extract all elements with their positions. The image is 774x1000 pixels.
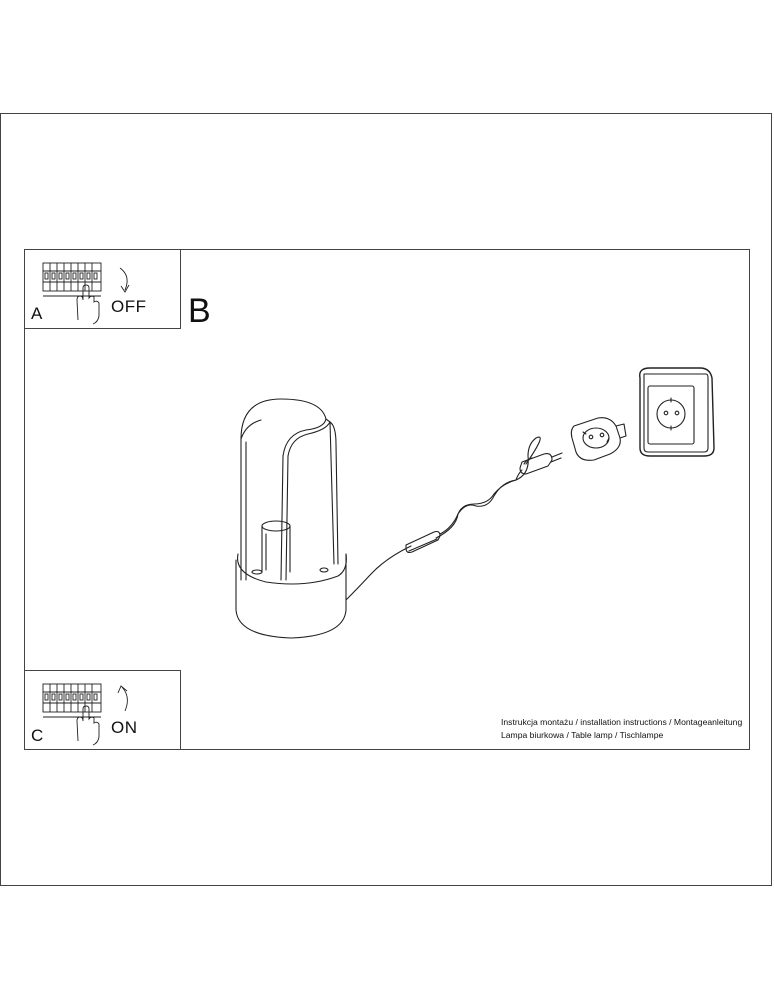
breaker-on-icon [42, 683, 128, 746]
caption-instructions: Instrukcja montażu / installation instru… [501, 717, 743, 727]
caption-product: Lampa biurkowa / Table lamp / Tischlampe [501, 730, 664, 740]
step-a-letter: A [31, 304, 43, 323]
inline-switch [405, 530, 441, 554]
wall-socket [639, 367, 715, 457]
step-a-panel: A OFF [24, 249, 181, 329]
on-label: ON [111, 718, 138, 737]
lamp-holder [261, 520, 291, 573]
breaker-off-icon [42, 262, 130, 325]
step-b-letter: B [188, 292, 211, 330]
caption: Instrukcja montażu / installation instru… [501, 716, 742, 742]
power-cable [345, 436, 541, 601]
step-c-letter: C [31, 726, 44, 745]
page-frame [0, 113, 772, 886]
lamp-base [235, 553, 347, 639]
instruction-sheet [24, 249, 750, 750]
socket-adapter [570, 417, 627, 461]
lamp-assembly-diagram [235, 367, 715, 639]
euro-plug [515, 452, 563, 481]
lamp-shade [240, 398, 339, 581]
off-label: OFF [111, 297, 147, 316]
step-c-panel: C ON [24, 670, 181, 750]
